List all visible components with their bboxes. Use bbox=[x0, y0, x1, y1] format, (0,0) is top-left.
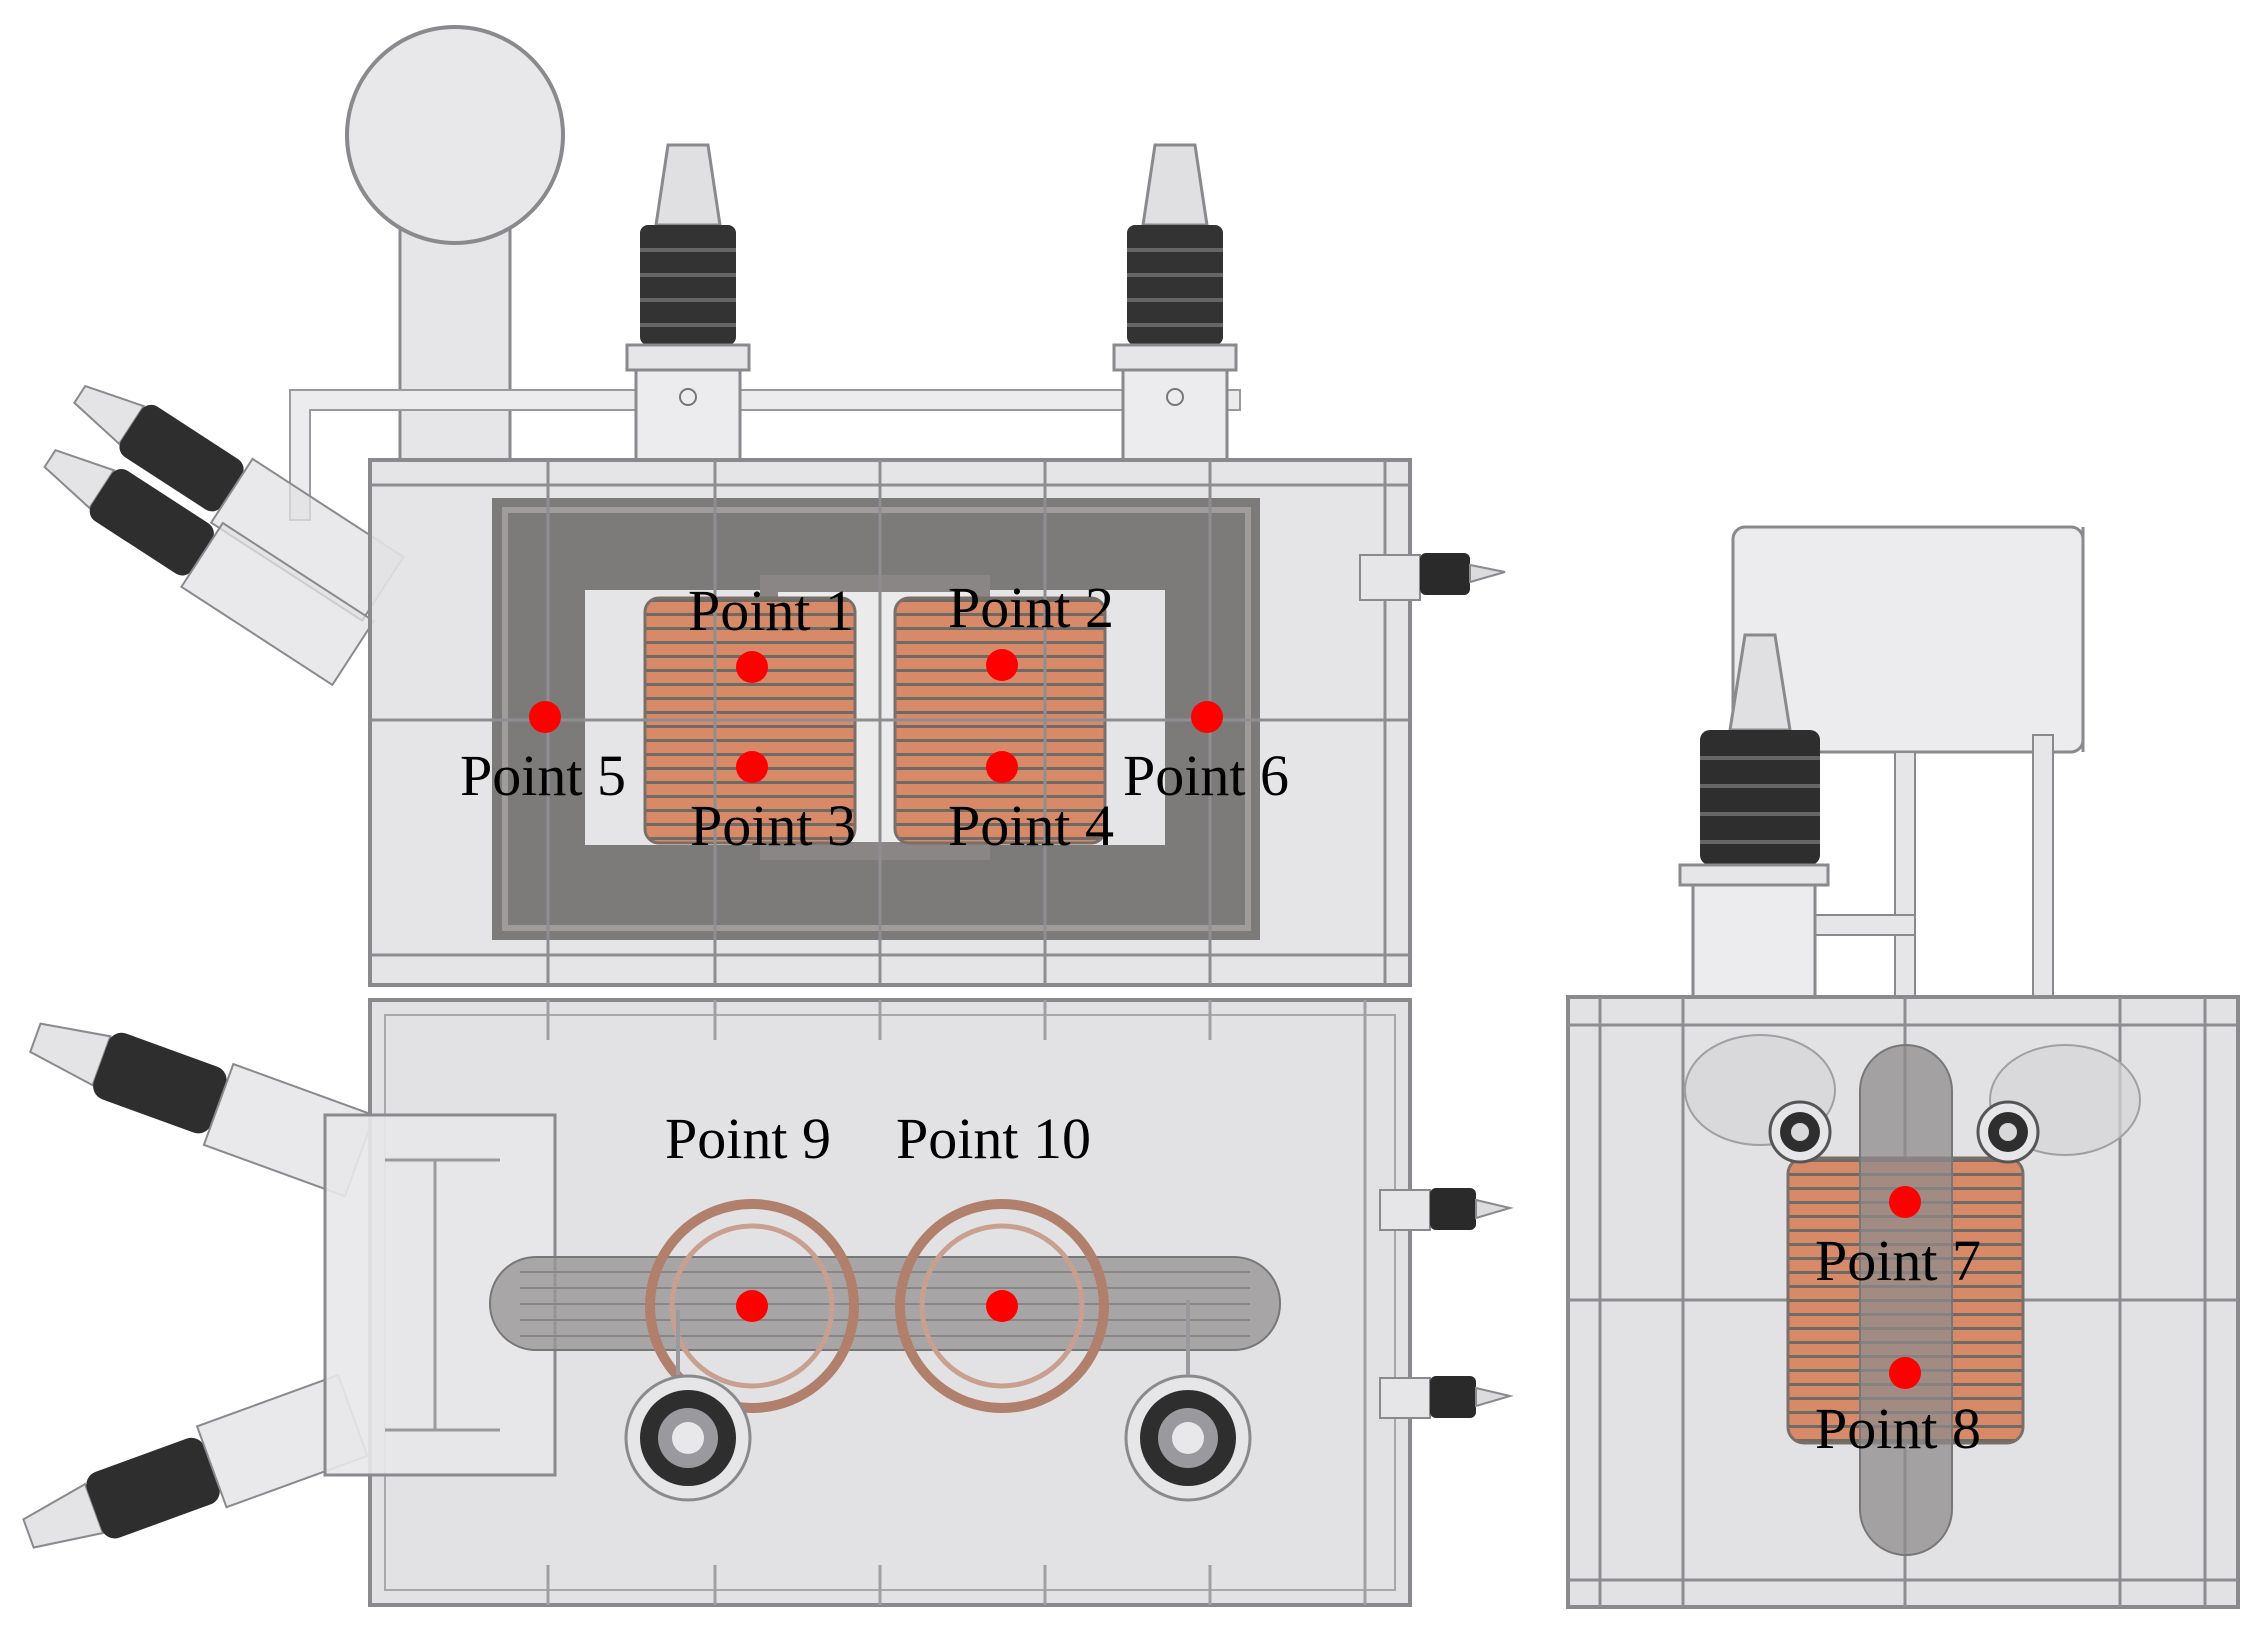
marker-point-8 bbox=[1889, 1357, 1921, 1389]
label-point-3: Point 3 bbox=[690, 793, 856, 858]
top-view: Point 9 Point 10 bbox=[22, 998, 1514, 1607]
top-view-hv-bushing-2 bbox=[1124, 1374, 1252, 1502]
top-winding-right bbox=[895, 1199, 1109, 1413]
top-bushing-1 bbox=[625, 143, 751, 462]
label-point-10: Point 10 bbox=[896, 1106, 1091, 1171]
marker-point-7 bbox=[1889, 1186, 1921, 1218]
marker-point-5 bbox=[529, 701, 561, 733]
label-point-6: Point 6 bbox=[1123, 743, 1289, 808]
side-bushings-left bbox=[43, 384, 405, 687]
marker-point-3 bbox=[736, 751, 768, 783]
marker-point-2 bbox=[986, 649, 1018, 681]
marker-point-10 bbox=[986, 1290, 1018, 1322]
top-winding-left bbox=[645, 1199, 859, 1413]
top-view-hv-bushing-1 bbox=[624, 1374, 752, 1502]
marker-point-4 bbox=[986, 751, 1018, 783]
top-view-bushing-lower bbox=[22, 1373, 369, 1549]
side-core bbox=[1859, 1044, 1953, 1556]
label-point-1: Point 1 bbox=[688, 578, 854, 643]
marker-point-1 bbox=[736, 651, 768, 683]
label-point-8: Point 8 bbox=[1815, 1396, 1981, 1461]
top-view-side-bushing-2 bbox=[1379, 1376, 1514, 1419]
top-view-bushing-upper bbox=[29, 1022, 376, 1198]
side-cap-right bbox=[1976, 1100, 2040, 1164]
side-view: Point 7 Point 8 bbox=[1566, 525, 2240, 1609]
label-point-9: Point 9 bbox=[665, 1106, 831, 1171]
label-point-7: Point 7 bbox=[1815, 1228, 1981, 1293]
top-bushing-2 bbox=[1112, 143, 1238, 462]
label-point-5: Point 5 bbox=[460, 743, 626, 808]
label-point-2: Point 2 bbox=[948, 575, 1114, 640]
top-view-side-bushing-1 bbox=[1379, 1188, 1514, 1231]
front-side-bushing bbox=[1359, 553, 1506, 601]
side-bushing bbox=[1678, 633, 1830, 999]
conservator-pipe bbox=[398, 208, 512, 462]
marker-point-9 bbox=[736, 1290, 768, 1322]
conservator-tank bbox=[345, 25, 565, 245]
front-view: Point 1 Point 2 Point 3 Point 4 Point 5 … bbox=[43, 25, 1506, 987]
side-cap-left bbox=[1768, 1100, 1832, 1164]
marker-point-6 bbox=[1191, 701, 1223, 733]
label-point-4: Point 4 bbox=[948, 793, 1114, 858]
